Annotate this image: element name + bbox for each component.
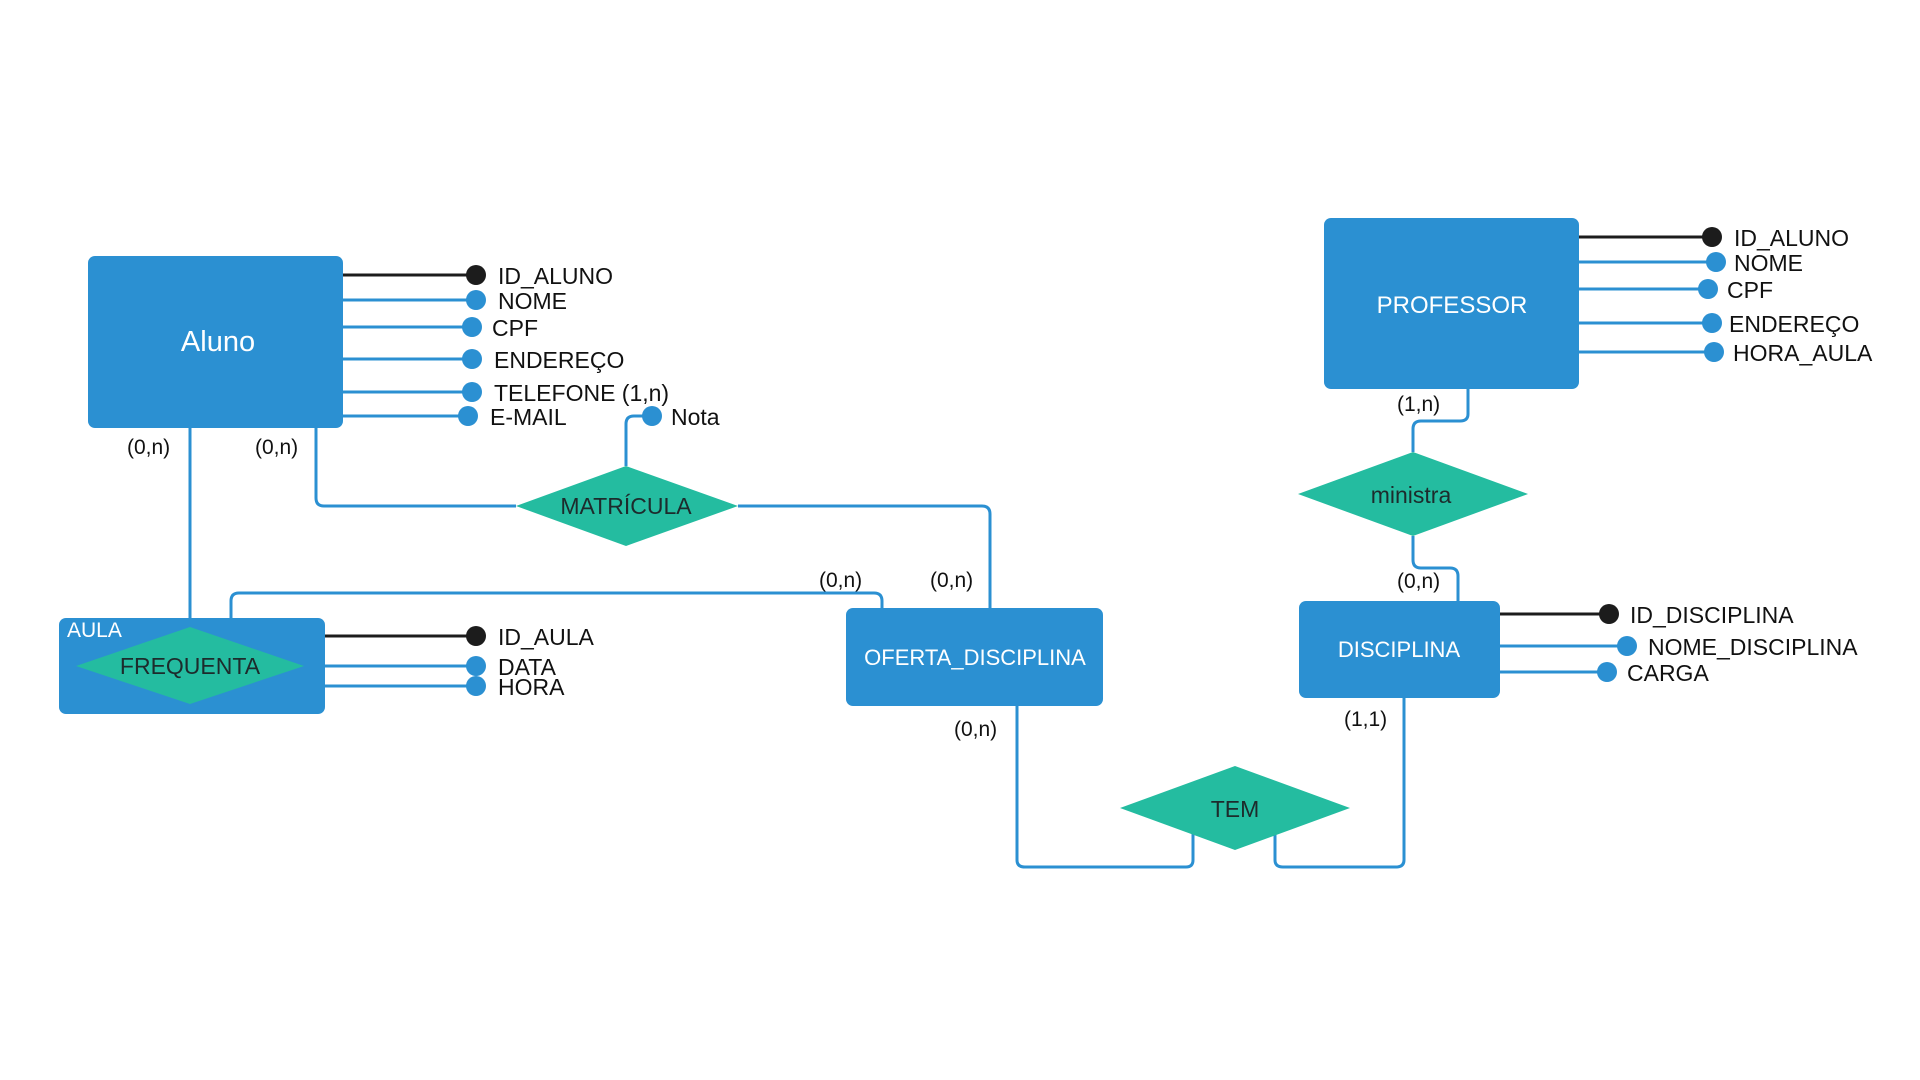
attribute-dot <box>642 406 662 426</box>
cardinality-oferta-matricula: (0,n) <box>930 569 973 592</box>
attribute-dot <box>466 290 486 310</box>
attribute-dot <box>1706 252 1726 272</box>
key-attribute-dot <box>1702 227 1722 247</box>
professor-attr-id: ID_ALUNO <box>1734 225 1849 251</box>
ministra-relationship-label: ministra <box>1371 482 1452 508</box>
attribute-dot <box>1702 313 1722 333</box>
tem-relationship-label: TEM <box>1211 796 1260 822</box>
aluno-attr-telefone: TELEFONE (1,n) <box>494 380 669 406</box>
professor-entity-label: PROFESSOR <box>1377 292 1528 319</box>
disciplina-entity[interactable]: DISCIPLINA <box>1299 601 1500 698</box>
connector-matricula-nota <box>624 414 650 466</box>
professor-attr-endereco: ENDEREÇO <box>1729 311 1859 337</box>
matricula-attr-nota: Nota <box>671 404 720 430</box>
cardinality-aula-oferta: (0,n) <box>819 569 862 592</box>
cardinality-aluno-aula: (0,n) <box>127 436 170 459</box>
aula-attr-id: ID_AULA <box>498 624 595 650</box>
cardinality-oferta-tem: (0,n) <box>954 718 997 741</box>
disciplina-attr-nome: NOME_DISCIPLINA <box>1648 634 1858 660</box>
matricula-relationship[interactable]: MATRÍCULA <box>516 466 738 546</box>
aula-associative-entity[interactable]: AULA FREQUENTA <box>59 618 325 714</box>
aula-attr-hora: HORA <box>498 674 565 700</box>
matricula-attributes: Nota <box>642 404 720 430</box>
attribute-dot <box>1698 279 1718 299</box>
key-attribute-dot <box>466 265 486 285</box>
connector-aula-oferta <box>229 591 884 618</box>
attribute-dot <box>458 406 478 426</box>
attribute-dot <box>1617 636 1637 656</box>
connector-professor-ministra <box>1411 389 1470 452</box>
disciplina-attr-id: ID_DISCIPLINA <box>1630 602 1794 628</box>
cardinality-labels: (0,n) (0,n) (0,n) (0,n) (0,n) (1,n) (0,n… <box>127 393 1440 741</box>
cardinality-aluno-matricula: (0,n) <box>255 436 298 459</box>
professor-attributes: ID_ALUNO NOME CPF ENDEREÇO HORA_AULA <box>1579 225 1873 366</box>
oferta-disciplina-entity[interactable]: OFERTA_DISCIPLINA <box>846 608 1103 706</box>
disciplina-entity-label: DISCIPLINA <box>1338 637 1461 662</box>
aula-entity-label: AULA <box>67 619 122 642</box>
aula-attributes: ID_AULA DATA HORA <box>325 624 595 700</box>
professor-attr-cpf: CPF <box>1727 277 1773 303</box>
oferta-disciplina-entity-label: OFERTA_DISCIPLINA <box>864 645 1086 670</box>
cardinality-disciplina-ministra: (0,n) <box>1397 570 1440 593</box>
aluno-entity-label: Aluno <box>181 326 255 358</box>
connectors <box>188 389 1470 869</box>
attribute-dot <box>462 349 482 369</box>
frequenta-relationship-shape <box>76 627 304 704</box>
connector-aluno-matricula <box>314 428 516 508</box>
tem-relationship[interactable]: TEM <box>1120 766 1350 850</box>
aluno-attr-nome: NOME <box>498 288 567 314</box>
aula-attr-data: DATA <box>498 654 557 680</box>
attribute-dot <box>1704 342 1724 362</box>
cardinality-professor-ministra: (1,n) <box>1397 393 1440 416</box>
connector-oferta-tem <box>1015 706 1195 869</box>
professor-attr-hora-aula: HORA_AULA <box>1733 340 1873 366</box>
attribute-dot <box>462 317 482 337</box>
key-attribute-dot <box>466 626 486 646</box>
ministra-relationship[interactable]: ministra <box>1298 452 1528 536</box>
professor-entity[interactable]: PROFESSOR <box>1324 218 1579 389</box>
connector-ministra-disciplina <box>1411 536 1460 601</box>
aluno-entity[interactable]: Aluno <box>88 256 343 428</box>
key-attribute-dot <box>1599 604 1619 624</box>
aluno-attr-endereco: ENDEREÇO <box>494 347 624 373</box>
cardinality-disciplina-tem: (1,1) <box>1344 708 1387 731</box>
aluno-attr-email: E-MAIL <box>490 404 567 430</box>
matricula-relationship-label: MATRÍCULA <box>560 493 692 519</box>
aluno-attr-id: ID_ALUNO <box>498 263 613 289</box>
professor-attr-nome: NOME <box>1734 250 1803 276</box>
disciplina-attributes: ID_DISCIPLINA NOME_DISCIPLINA CARGA <box>1500 602 1858 686</box>
attribute-dot <box>462 382 482 402</box>
attribute-dot <box>466 656 486 676</box>
frequenta-relationship-label: FREQUENTA <box>120 653 261 679</box>
aluno-attributes: ID_ALUNO NOME CPF ENDEREÇO TELEFONE (1,n… <box>343 263 669 430</box>
attribute-dot <box>1597 662 1617 682</box>
attribute-dot <box>466 676 486 696</box>
disciplina-attr-carga: CARGA <box>1627 660 1709 686</box>
connector-matricula-oferta <box>738 504 992 608</box>
aluno-attr-cpf: CPF <box>492 315 538 341</box>
connector-tem-disciplina <box>1273 698 1406 869</box>
